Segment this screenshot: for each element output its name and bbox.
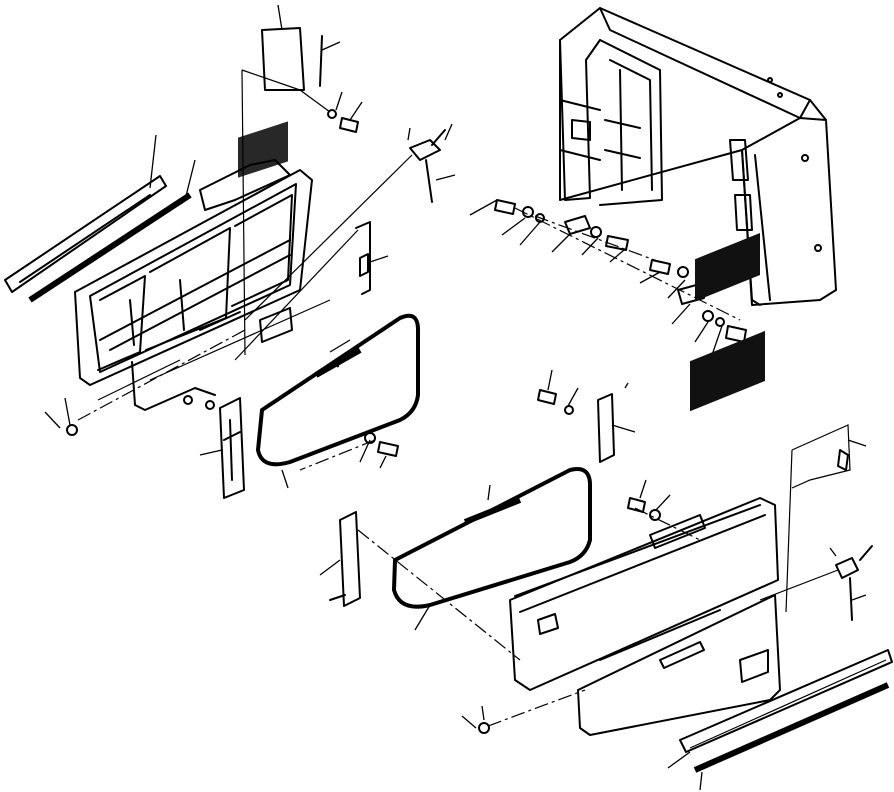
door-frame-left	[74, 121, 313, 386]
seal-strip-left	[77, 299, 331, 421]
window-seal-left	[256, 313, 420, 489]
bolt-set-center	[627, 479, 701, 541]
bolt-set-bottom	[461, 689, 586, 734]
hinge-rail-left	[4, 134, 196, 303]
hinge-bracket-right	[319, 511, 521, 661]
bolt-set-right	[494, 199, 747, 343]
striker-plate	[537, 369, 636, 463]
cover-sheet	[785, 424, 867, 613]
hinge-bracket-left	[183, 395, 245, 499]
hood-frame	[559, 7, 837, 306]
door-handle	[234, 221, 389, 361]
leader-lines-right	[469, 199, 741, 369]
latch-upper	[244, 123, 456, 321]
latch-lower	[759, 545, 873, 621]
window-seal-right	[392, 467, 592, 631]
manual-pocket	[241, 4, 363, 356]
door-panel-right	[509, 232, 781, 736]
bolt-set-left	[44, 397, 399, 471]
hinge-rail-right	[667, 649, 893, 791]
